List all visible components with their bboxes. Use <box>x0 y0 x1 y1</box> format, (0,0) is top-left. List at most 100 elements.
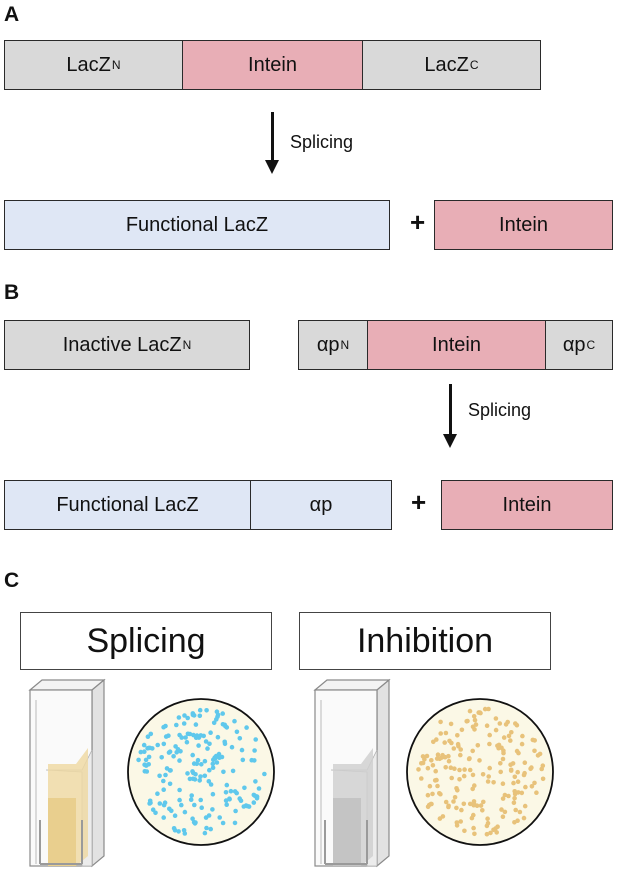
colony-dot <box>148 731 154 737</box>
colony-dot <box>485 816 490 821</box>
colony-dot <box>138 749 144 755</box>
colony-dot <box>199 762 204 767</box>
colony-dot <box>488 830 493 836</box>
colony-dot <box>420 760 426 766</box>
colony-dot <box>181 721 187 726</box>
colony-dot <box>181 828 187 833</box>
alpha-p-product-label: αp <box>309 493 333 516</box>
colony-dot <box>464 719 469 724</box>
colony-dot <box>443 799 449 805</box>
colony-dot <box>425 792 431 798</box>
colony-dot <box>502 809 508 815</box>
colony-dot <box>462 767 467 772</box>
colony-dot <box>499 807 504 812</box>
colony-dot <box>458 747 463 752</box>
colony-dot <box>146 754 152 760</box>
colony-dot <box>163 723 168 729</box>
colony-dot <box>462 828 467 834</box>
colony-dot <box>435 783 440 789</box>
colony-dot <box>467 767 473 773</box>
colony-dot <box>443 765 448 770</box>
colony-dot <box>155 791 160 796</box>
colony-dot <box>157 801 163 806</box>
colony-dot <box>251 792 257 798</box>
colony-dot <box>480 772 486 777</box>
colony-dot <box>176 715 182 720</box>
colony-dot <box>143 757 149 763</box>
colony-dot <box>493 716 499 721</box>
colony-dot <box>457 777 462 782</box>
functional-lacz-label-a: Functional LacZ <box>125 213 269 236</box>
colony-dot <box>437 791 442 796</box>
colony-dot <box>153 810 158 816</box>
colony-dot <box>467 801 473 807</box>
colony-dot <box>420 754 426 759</box>
colony-dot <box>177 787 182 793</box>
colony-dot <box>207 741 212 747</box>
colony-dot <box>448 765 454 770</box>
alpha-p-n-label: αp <box>316 333 340 356</box>
plus-sign-b: + <box>411 487 427 517</box>
colony-dot <box>208 782 214 787</box>
colony-dot <box>487 732 492 738</box>
colony-dot <box>194 761 200 767</box>
colony-dot <box>141 742 147 748</box>
colony-dot <box>185 771 190 776</box>
intein-segment-b: Intein <box>367 320 546 370</box>
colony-dot <box>434 756 440 761</box>
colony-dot <box>431 739 436 745</box>
colony-dot <box>262 771 267 777</box>
colony-dot <box>202 773 208 779</box>
alpha-p-product: αp <box>250 480 392 530</box>
colony-dot <box>512 789 517 794</box>
colony-dot <box>196 743 201 748</box>
colony-dot <box>224 802 229 807</box>
colony-dot <box>487 765 492 771</box>
colony-dot <box>467 708 473 714</box>
colony-dot <box>457 767 462 773</box>
colony-dot <box>482 706 488 712</box>
colony-dot <box>136 757 141 763</box>
colony-dot <box>161 815 166 820</box>
colony-dot <box>522 770 527 776</box>
colony-dot <box>177 758 182 763</box>
colony-dot <box>252 748 257 753</box>
colony-dot <box>502 792 508 798</box>
colony-dot <box>485 779 491 784</box>
colony-dot <box>513 721 518 726</box>
colony-dot <box>511 800 517 805</box>
colony-dot <box>207 767 212 773</box>
panel-a-label: A <box>4 3 20 26</box>
colony-dot <box>197 707 203 713</box>
colony-dot <box>172 813 178 818</box>
colony-dot <box>204 708 209 713</box>
colony-dot <box>437 816 443 821</box>
colony-dot <box>224 782 230 788</box>
colony-dot <box>155 742 160 748</box>
intein-label-b: Intein <box>432 333 481 356</box>
colony-dot <box>449 775 454 781</box>
colony-dot <box>516 790 521 795</box>
colony-dot <box>485 820 491 826</box>
colony-dot <box>540 776 546 782</box>
alpha-p-c-subscript: C <box>586 338 596 352</box>
colony-dot <box>167 806 172 812</box>
lacz-c-label: LacZ <box>424 53 469 76</box>
colony-dot <box>189 793 194 798</box>
colony-dot <box>199 805 204 810</box>
panel-c-label: C <box>4 569 20 592</box>
colony-dot <box>471 802 476 808</box>
colony-dot <box>183 735 188 740</box>
colony-dot <box>520 733 525 739</box>
colony-dot <box>519 741 525 747</box>
colony-dot <box>528 766 533 772</box>
colony-dot <box>197 713 203 719</box>
colony-dot <box>251 800 257 805</box>
colony-dot <box>515 779 521 784</box>
colony-dot <box>214 760 220 765</box>
colony-dot <box>161 741 167 747</box>
colony-dot <box>534 790 539 795</box>
colony-dot <box>477 710 483 715</box>
colony-dot <box>201 733 206 739</box>
colony-dot <box>477 758 482 763</box>
